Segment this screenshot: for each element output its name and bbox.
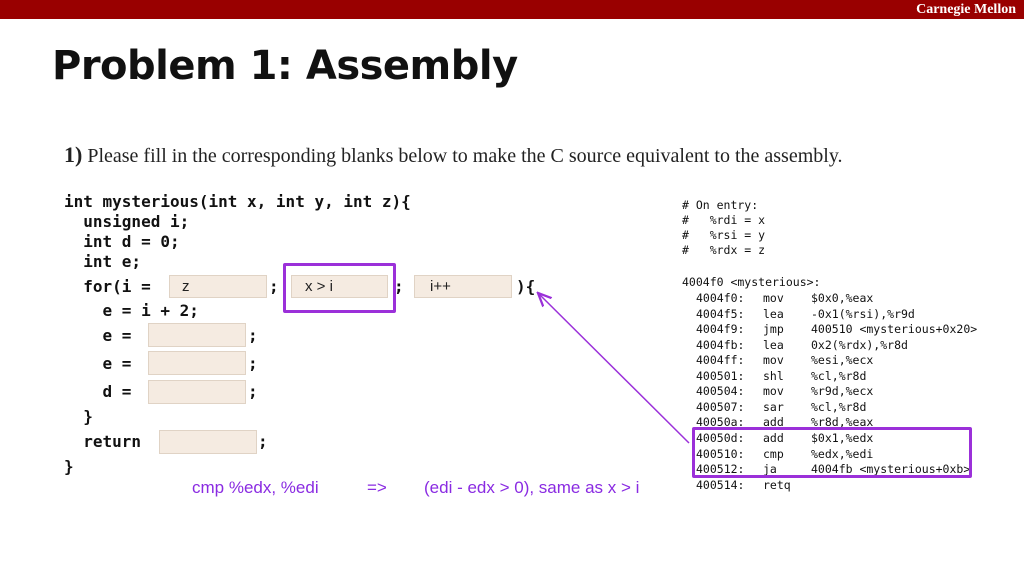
asm-address: 400507: [696, 399, 745, 414]
entry-comment: # %rsi = y [682, 228, 766, 242]
asm-address: 400504: [696, 384, 745, 399]
code-line: for(i = [64, 277, 161, 296]
asm-opcode: lea [763, 306, 784, 321]
entry-comment: # %rdx = z [682, 243, 766, 257]
asm-opcode: ja [763, 462, 777, 477]
asm-opcode: mov [763, 291, 784, 305]
code-line: ){ [516, 277, 536, 296]
asm-operands: %cl,%r8d [811, 368, 867, 383]
asm-address: 400510: [696, 446, 745, 461]
code-semicolon: ; [248, 326, 258, 345]
blank-value: i++ [430, 278, 451, 295]
blank-for-init[interactable]: z [169, 275, 267, 298]
blank-value: z [182, 278, 190, 295]
blank-value: x > i [305, 278, 333, 295]
asm-address: 40050d: [696, 430, 745, 445]
blank-for-condition[interactable]: x > i [291, 275, 388, 298]
asm-address: 4004f0: [696, 291, 745, 305]
asm-operands: %cl,%r8d [811, 399, 867, 414]
asm-operands: $0x1,%edx [811, 430, 874, 445]
code-semicolon: ; [269, 277, 279, 296]
asm-opcode: shl [763, 368, 784, 383]
asm-opcode: add [763, 415, 784, 430]
code-line: d = [64, 382, 142, 401]
top-bar: Carnegie Mellon [0, 0, 1024, 19]
asm-operands: $0x0,%eax [811, 291, 874, 305]
condition-highlight-box [283, 263, 396, 313]
asm-address: 4004ff: [696, 353, 745, 368]
asm-opcode: mov [763, 384, 784, 399]
assembly-highlight-box [692, 427, 972, 478]
blank-e-second[interactable] [148, 351, 246, 375]
function-label: 4004f0 <mysterious>: [682, 275, 821, 289]
code-semicolon: ; [248, 382, 258, 401]
code-line: } [64, 457, 74, 476]
question-text: Please fill in the corresponding blanks … [87, 145, 843, 167]
asm-address: 400501: [696, 368, 745, 383]
code-line: int mysterious(int x, int y, int z){ [64, 192, 411, 211]
blank-e-first[interactable] [148, 323, 246, 347]
asm-operands: 0x2(%rdx),%r8d [811, 337, 908, 352]
asm-operands: -0x1(%rsi),%r9d [811, 306, 915, 321]
asm-address: 4004f9: [696, 322, 745, 337]
code-line: unsigned i; [64, 212, 190, 231]
entry-comment: # On entry: [682, 198, 759, 212]
asm-address: 400512: [696, 462, 745, 477]
code-line: return [64, 432, 151, 451]
question-prompt: 1) Please fill in the corresponding blan… [64, 142, 843, 168]
asm-opcode: sar [763, 399, 784, 414]
asm-opcode: cmp [763, 446, 784, 461]
asm-operands: 4004fb <mysterious+0xb> [811, 462, 971, 477]
question-number: 1) [64, 142, 83, 167]
asm-address: 4004fb: [696, 337, 745, 352]
asm-operands: %r8d,%eax [811, 415, 874, 430]
code-semicolon: ; [394, 277, 404, 296]
annotation-meaning: (edi - edx > 0), same as x > i [424, 478, 640, 497]
asm-address: 400514: [696, 477, 745, 492]
blank-for-increment[interactable]: i++ [414, 275, 512, 298]
blank-return[interactable] [159, 430, 257, 454]
code-line: e = [64, 326, 142, 345]
asm-operands: %edx,%edi [811, 446, 874, 461]
asm-address: 40050a: [696, 415, 745, 430]
asm-opcode: add [763, 430, 784, 445]
slide-title: Problem 1: Assembly [52, 43, 518, 89]
code-semicolon: ; [258, 432, 268, 451]
asm-opcode: lea [763, 337, 784, 352]
asm-operands: 400510 <mysterious+0x20> [811, 322, 978, 337]
code-line: e = [64, 354, 142, 373]
entry-comment: # %rdi = x [682, 213, 766, 227]
blank-d[interactable] [148, 380, 246, 404]
annotation-implies: => [367, 478, 387, 497]
asm-address: 4004f5: [696, 306, 745, 321]
code-semicolon: ; [248, 354, 258, 373]
annotation-cmp: cmp %edx, %edi [192, 478, 319, 497]
code-line: e = i + 2; [64, 301, 199, 320]
asm-opcode: jmp [763, 322, 784, 337]
arrow-line [539, 294, 690, 444]
asm-opcode: mov [763, 353, 784, 368]
code-line: int e; [64, 252, 142, 271]
asm-opcode: retq [763, 477, 791, 492]
code-line: } [64, 407, 93, 426]
asm-operands: %r9d,%ecx [811, 384, 874, 399]
code-line: int d = 0; [64, 232, 180, 251]
asm-operands: %esi,%ecx [811, 353, 874, 368]
brand-label: Carnegie Mellon [916, 2, 1016, 17]
